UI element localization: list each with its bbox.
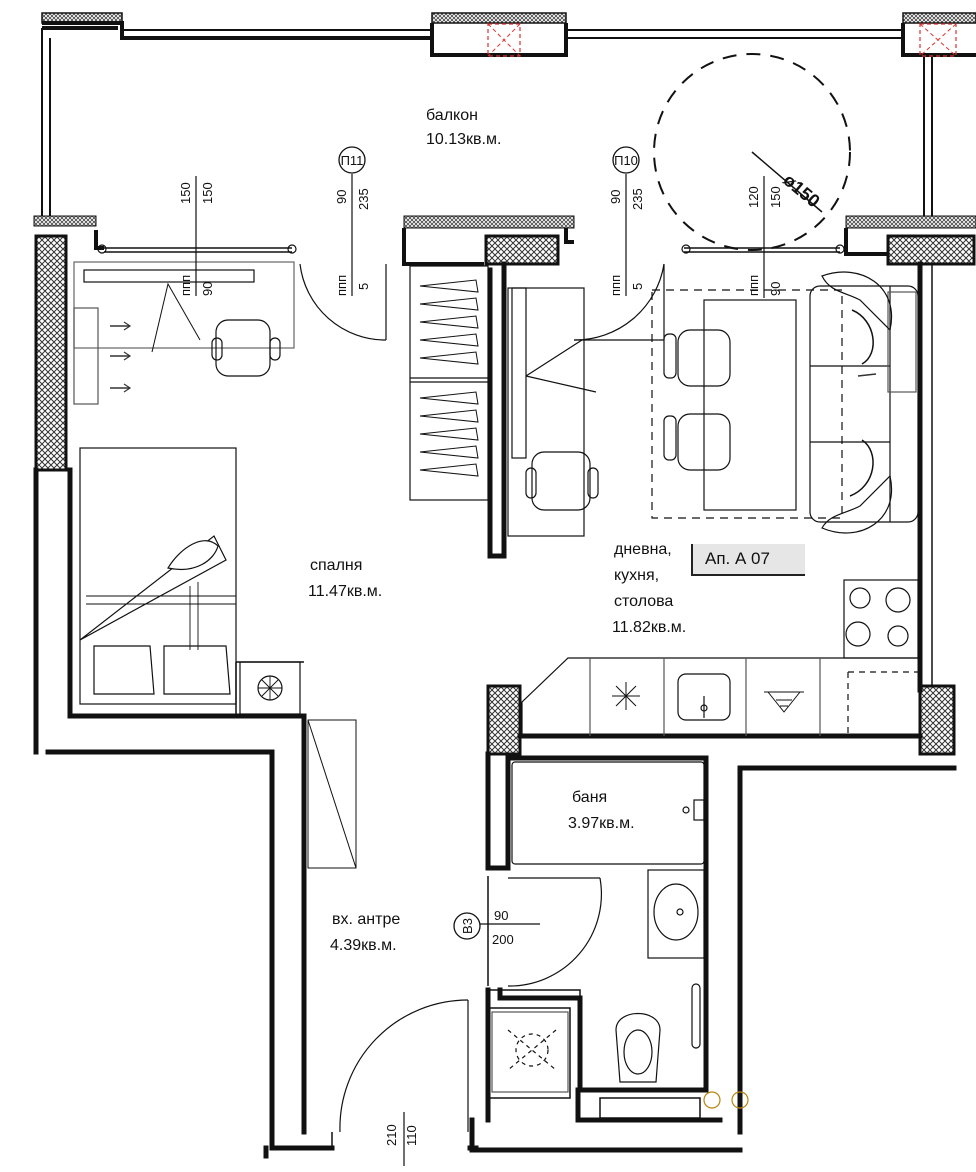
dim-living-window-c: ппп xyxy=(746,275,761,296)
turning-circle xyxy=(653,53,851,251)
dimension-text: 150 150 ппп 90 90 235 ппп 5 90 235 ппп 5… xyxy=(178,182,783,1146)
dim-entry-main-b: 110 xyxy=(404,1125,419,1146)
living-name-line-1: дневна, xyxy=(614,541,672,558)
turning-circle-radius xyxy=(751,151,823,213)
dim-living-window-d: 90 xyxy=(768,282,783,296)
dim-living-door-d: 5 xyxy=(630,283,645,290)
bedroom-furniture xyxy=(73,261,357,869)
living-furniture xyxy=(651,271,919,534)
dim-bedroom-door-c: ппп xyxy=(334,275,349,296)
dim-bedroom-window-d: 90 xyxy=(200,282,215,296)
dim-entry-inner-b: 200 xyxy=(492,932,514,947)
facade-wall xyxy=(33,215,976,266)
kitchen xyxy=(521,579,920,736)
bathroom-name: баня xyxy=(572,789,608,806)
entrance-area: 4.39кв.м. xyxy=(330,937,397,954)
dimension-leaders xyxy=(195,174,765,1166)
dim-living-door-a: 90 xyxy=(608,190,623,204)
structural-columns xyxy=(34,234,976,756)
thin-walls xyxy=(235,264,933,1150)
door-tags xyxy=(338,146,640,940)
tag-p11: П11 xyxy=(341,153,364,168)
entrance-name: вх. антре xyxy=(332,911,401,928)
living-area: 11.82кв.м. xyxy=(612,619,687,636)
dim-bedroom-door-d: 5 xyxy=(356,283,371,290)
dim-living-door-c: ппп xyxy=(608,275,623,296)
turning-circle-label: ø150 xyxy=(779,170,823,212)
dim-bedroom-door-a: 90 xyxy=(334,190,349,204)
dim-entry-main-a: 210 xyxy=(384,1124,399,1146)
dim-bedroom-window-a: 150 xyxy=(178,182,193,204)
dim-living-window-b: 150 xyxy=(768,186,783,208)
balcony-name: балкон xyxy=(426,107,478,124)
living-name-line-2: кухня, xyxy=(614,567,660,584)
balcony-railing xyxy=(41,12,976,222)
bathroom-fixtures xyxy=(491,761,749,1109)
apartment-label: Ап. А 07 xyxy=(691,544,805,576)
bedroom-name: спалня xyxy=(310,557,363,574)
door-swings xyxy=(299,263,665,1133)
dim-bedroom-door-b: 235 xyxy=(356,188,371,210)
dim-bedroom-window-c: ппп xyxy=(178,275,193,296)
dim-bedroom-window-b: 150 xyxy=(200,182,215,204)
tag-p10: П10 xyxy=(614,153,638,168)
bedroom-area: 11.47кв.м. xyxy=(308,583,383,600)
walls xyxy=(33,261,957,1159)
bathroom-area: 3.97кв.м. xyxy=(568,815,635,832)
middle-furniture xyxy=(409,265,599,537)
living-name-line-3: столова xyxy=(614,593,674,610)
dim-living-window-a: 120 xyxy=(746,186,761,208)
dim-living-door-b: 235 xyxy=(630,188,645,210)
dim-entry-inner-a: 90 xyxy=(494,908,508,923)
tag-b3: В3 xyxy=(460,918,475,934)
balcony-area: 10.13кв.м. xyxy=(426,131,502,148)
